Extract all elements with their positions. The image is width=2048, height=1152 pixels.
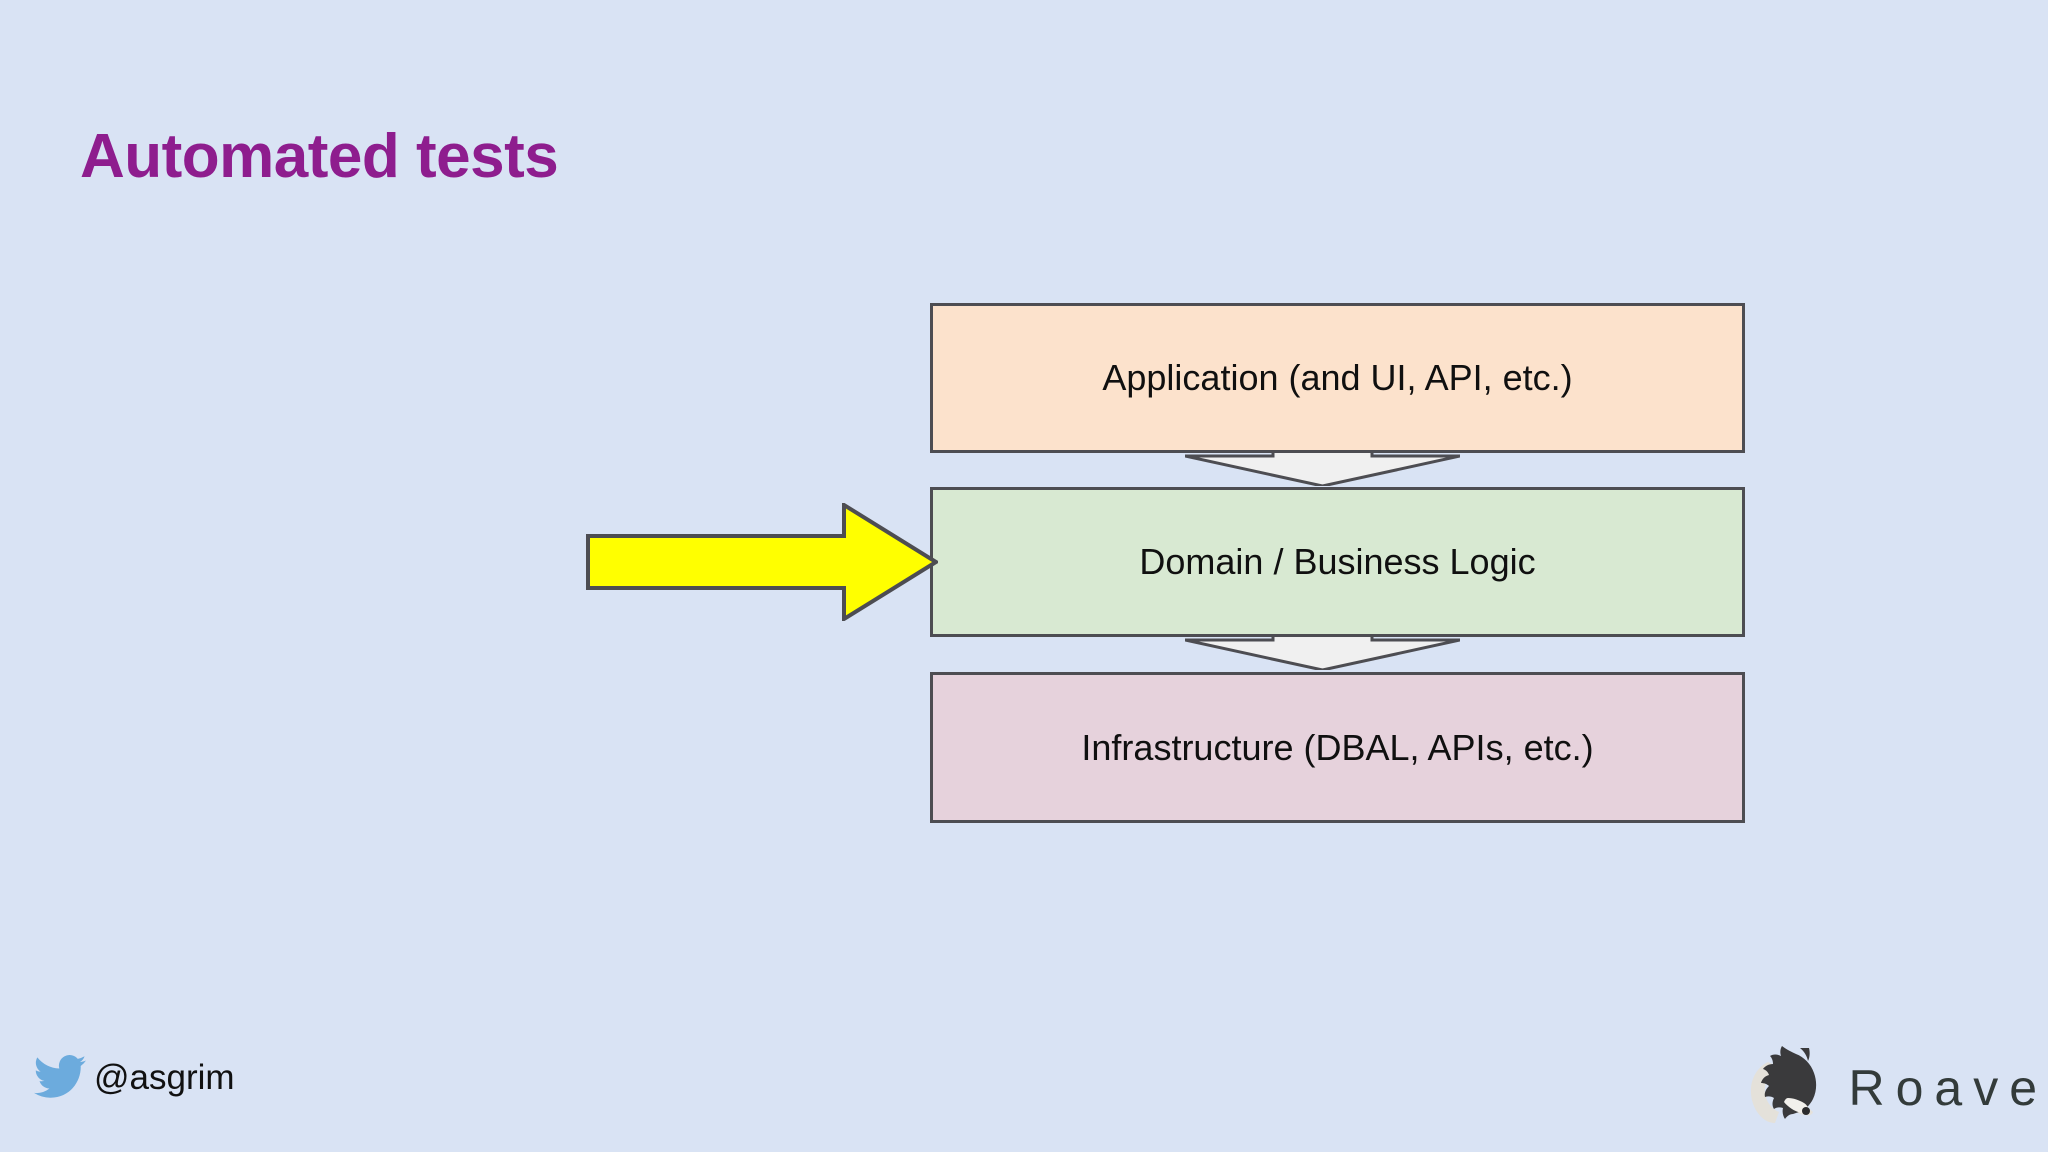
layer-label-domain: Domain / Business Logic xyxy=(1139,541,1536,583)
layer-box-application: Application (and UI, API, etc.) xyxy=(930,303,1745,453)
twitter-credit: @asgrim xyxy=(34,1055,235,1099)
brand-name-label: Roave xyxy=(1848,1060,2048,1116)
twitter-handle-label: @asgrim xyxy=(94,1057,235,1097)
layer-box-domain: Domain / Business Logic xyxy=(930,487,1745,637)
layer-label-infrastructure: Infrastructure (DBAL, APIs, etc.) xyxy=(1081,726,1594,768)
layer-box-infrastructure: Infrastructure (DBAL, APIs, etc.) xyxy=(930,672,1745,823)
page-title: Automated tests xyxy=(80,122,559,191)
layer-label-application: Application (and UI, API, etc.) xyxy=(1102,357,1573,399)
yellow-emphasis-arrow-icon xyxy=(586,503,938,621)
roave-dog-logo-icon xyxy=(1751,1046,1817,1123)
twitter-bird-icon xyxy=(34,1055,86,1098)
brand-logo: Roave xyxy=(1738,1038,2048,1138)
